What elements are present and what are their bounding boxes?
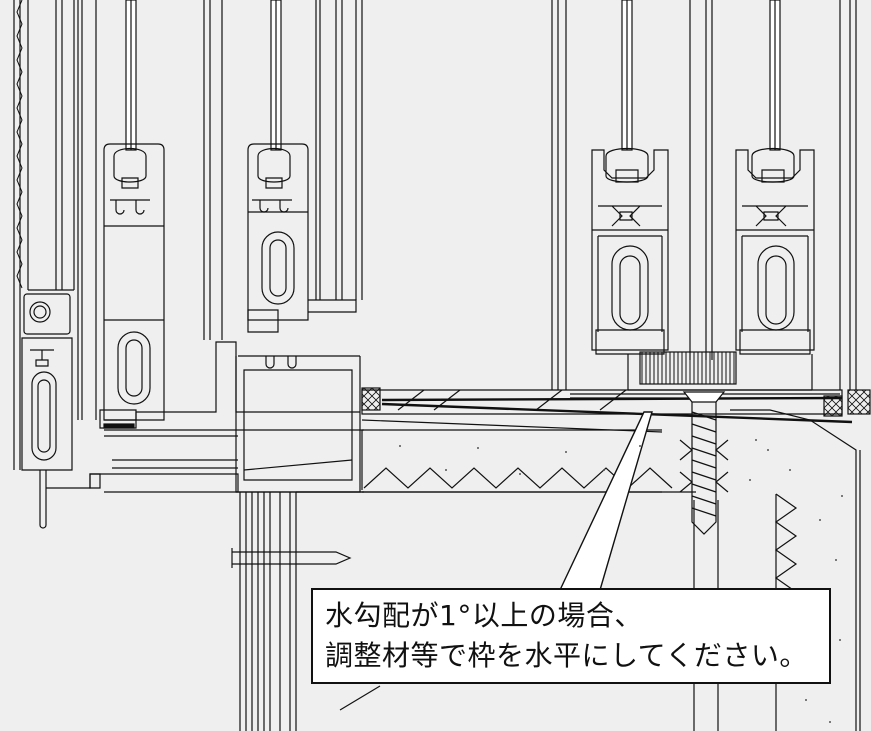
- anchor-screw: [679, 391, 729, 731]
- note-line-1: 水勾配が1°以上の場合、: [325, 599, 643, 632]
- sash-1: [77, 0, 165, 429]
- note-line-2: 調整材等で枠を水平にしてください。: [325, 639, 808, 672]
- slope-note-callout: 水勾配が1°以上の場合、 調整材等で枠を水平にしてください。: [311, 588, 831, 684]
- left-screen-frame: [13, 0, 104, 529]
- callout-leader: [559, 411, 653, 591]
- concrete-fill-dots: [399, 439, 843, 723]
- right-sliding-units: [551, 0, 857, 399]
- lower-slope-line: [339, 685, 381, 711]
- sill-frame-left: [89, 341, 364, 493]
- sash-2: [203, 0, 363, 340]
